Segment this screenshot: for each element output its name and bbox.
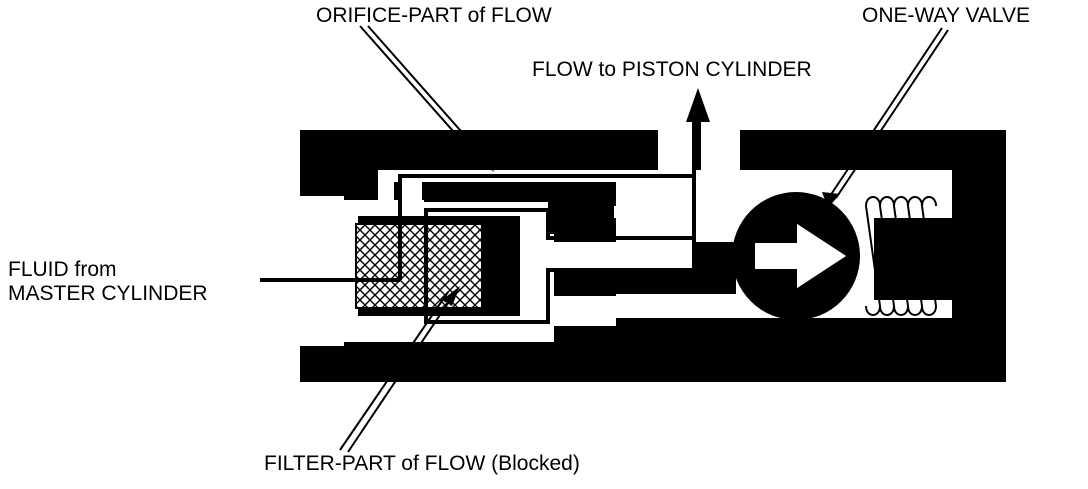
spring-seat bbox=[874, 218, 954, 300]
orifice-label: ORIFICE-PART of FLOW bbox=[316, 4, 552, 27]
filter-element bbox=[355, 223, 518, 309]
flow-out-arrow bbox=[686, 88, 710, 170]
flow-paths bbox=[260, 122, 696, 324]
leader-lines bbox=[339, 25, 949, 453]
one-way-valve-label: ONE-WAY VALVE bbox=[862, 4, 1030, 27]
fluid-from-label-line2: MASTER CYLINDER bbox=[8, 282, 208, 305]
valve-ball bbox=[732, 192, 860, 320]
filter-label: FILTER-PART of FLOW (Blocked) bbox=[264, 452, 580, 475]
flow-to-piston-label: FLOW to PISTON CYLINDER bbox=[532, 58, 812, 81]
fluid-from-label-line1: FLUID from bbox=[8, 258, 117, 281]
